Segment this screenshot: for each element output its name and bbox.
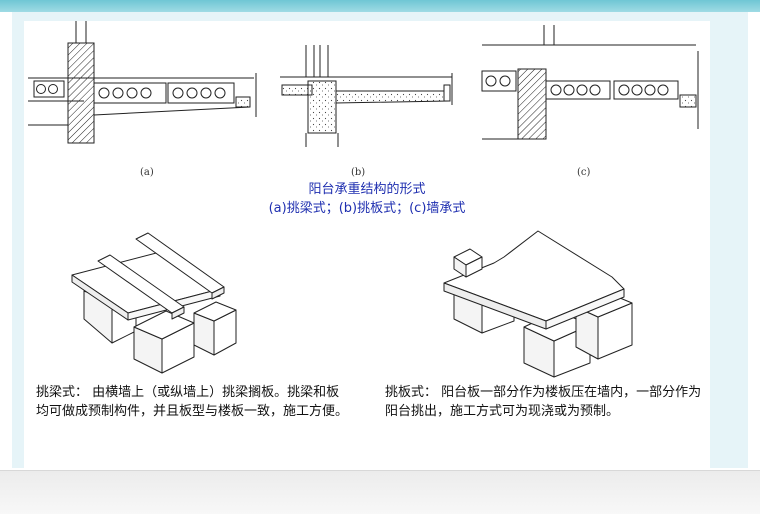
figure-subtitle: (a)挑梁式；(b)挑板式；(c)墙承式: [268, 201, 466, 216]
bottom-bar: [0, 470, 760, 514]
structure-drawings: [28, 21, 699, 378]
caption-c: (c): [577, 167, 591, 178]
content-panel: (a) (b) (c) 阳台承重结构的形式 (a)挑梁式；(b)挑板式；(c)墙…: [24, 21, 710, 469]
description-cantilever-beam: 挑梁式： 由横墙上（或纵墙上）挑梁搁板。挑梁和板均可做成预制构件，并且板型与楼板…: [36, 385, 349, 419]
section-c-drawing: [481, 25, 699, 140]
cantilever-slab-3d-view: [443, 230, 633, 378]
section-b-drawing: [280, 45, 453, 147]
caption-b: (b): [351, 167, 366, 178]
figure-title: 阳台承重结构的形式: [308, 182, 426, 197]
section-a-drawing: [28, 21, 257, 144]
caption-a: (a): [140, 167, 154, 178]
cantilever-beam-3d-view: [71, 232, 237, 374]
top-accent-band: [0, 0, 760, 12]
description-cantilever-slab: 挑板式： 阳台板一部分作为楼板压在墙内，一部分作为阳台挑出，施工方式可为现浇或为…: [385, 385, 702, 419]
